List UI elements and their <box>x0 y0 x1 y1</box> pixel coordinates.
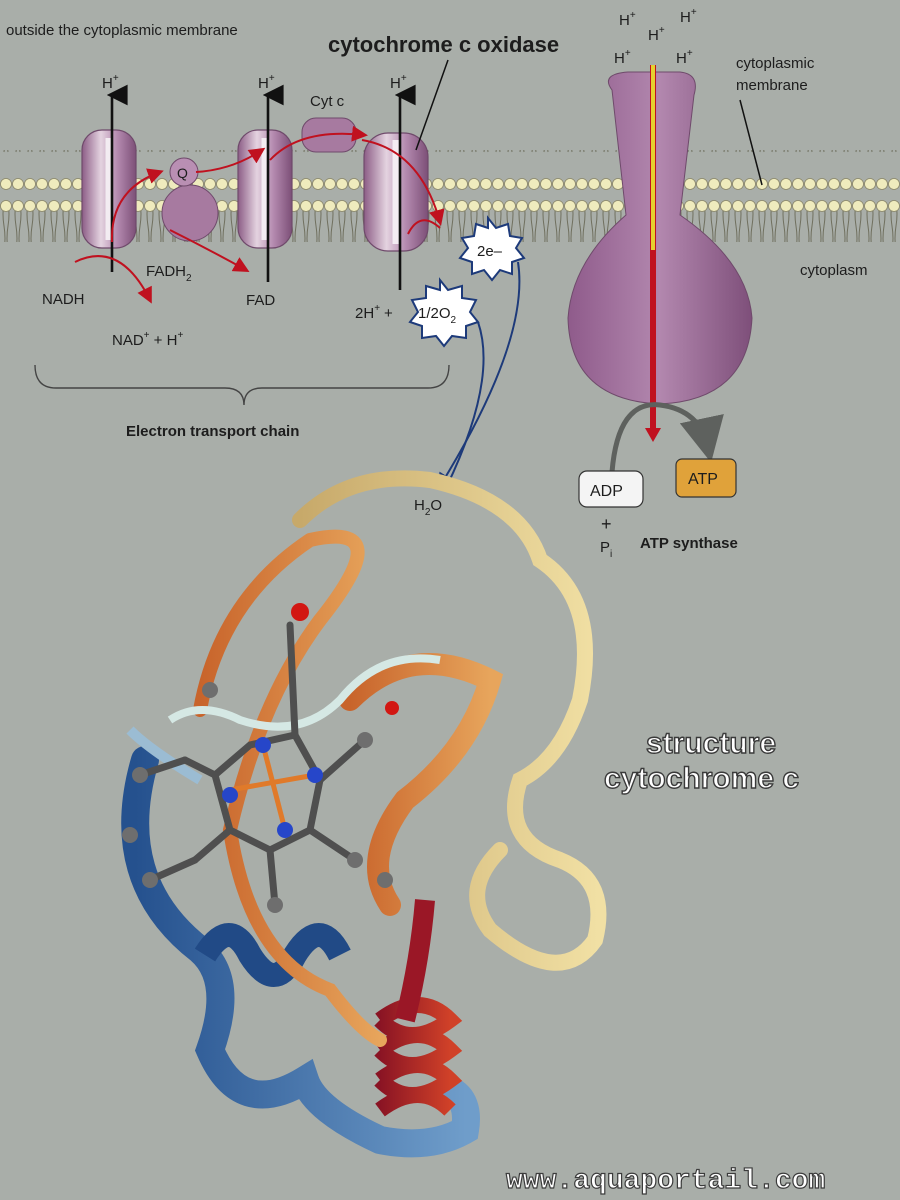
membrane-label-line2: membrane <box>736 77 808 94</box>
cytochrome-c-structure <box>121 470 607 1158</box>
electron-burst <box>458 215 526 282</box>
etc-label: Electron transport chain <box>126 423 299 440</box>
two-h-label: 2H++ <box>355 303 393 322</box>
hplus-label: H+ <box>614 48 631 67</box>
fad-label: FAD <box>246 292 275 309</box>
hplus-label: H+ <box>676 48 693 67</box>
complex-i <box>81 129 137 249</box>
nad-label: NAD+ + H+ <box>112 330 183 349</box>
atp-box <box>675 458 737 498</box>
cytoplasm-label: cytoplasm <box>800 262 868 279</box>
electron-path <box>74 125 445 304</box>
two-e-label: 2e– <box>477 243 503 260</box>
outside-membrane-label: outside the cytoplasmic membrane <box>6 22 238 39</box>
membrane-bilayer <box>0 150 900 242</box>
pi-label: Pi <box>600 539 612 560</box>
oxygen-burst <box>408 277 480 348</box>
membrane-label-line1: cytoplasmic <box>736 55 815 72</box>
fadh2-label: FADH2 <box>146 263 192 284</box>
adp-box <box>578 470 644 508</box>
complex-ii <box>161 157 219 242</box>
atp-label: ATP <box>688 471 718 488</box>
oxidase-label: cytochrome c oxidase <box>328 32 559 57</box>
h2o-label: H2O <box>414 497 442 518</box>
adp-label: ADP <box>590 483 623 500</box>
half-o2-label: 1/2O2 <box>418 305 457 326</box>
etc-brace <box>34 364 450 406</box>
watermark: www.aquaportail.com <box>506 1166 825 1197</box>
atp-synthase-label: ATP synthase <box>640 535 738 552</box>
nadh-label: NADH <box>42 291 85 308</box>
hplus-label: H+ <box>648 25 665 44</box>
plus-sign: + <box>601 514 612 534</box>
water-arrow-2 <box>445 321 485 489</box>
water-arrow-1 <box>437 261 521 490</box>
structure-title-line2: cytochrome c <box>604 762 799 795</box>
hplus-label: H+ <box>390 73 407 92</box>
atp-synthase-shape <box>567 71 753 405</box>
complex-iv <box>363 132 429 252</box>
structure-title-line1: structure <box>646 727 776 760</box>
adp-atp-arc <box>609 402 724 473</box>
hplus-label: H+ <box>680 7 697 26</box>
q-label: Q <box>177 165 188 181</box>
hplus-label: H+ <box>619 10 636 29</box>
cytc-label: Cyt c <box>310 93 345 110</box>
hplus-label: H+ <box>102 73 119 92</box>
hplus-label: H+ <box>258 73 275 92</box>
